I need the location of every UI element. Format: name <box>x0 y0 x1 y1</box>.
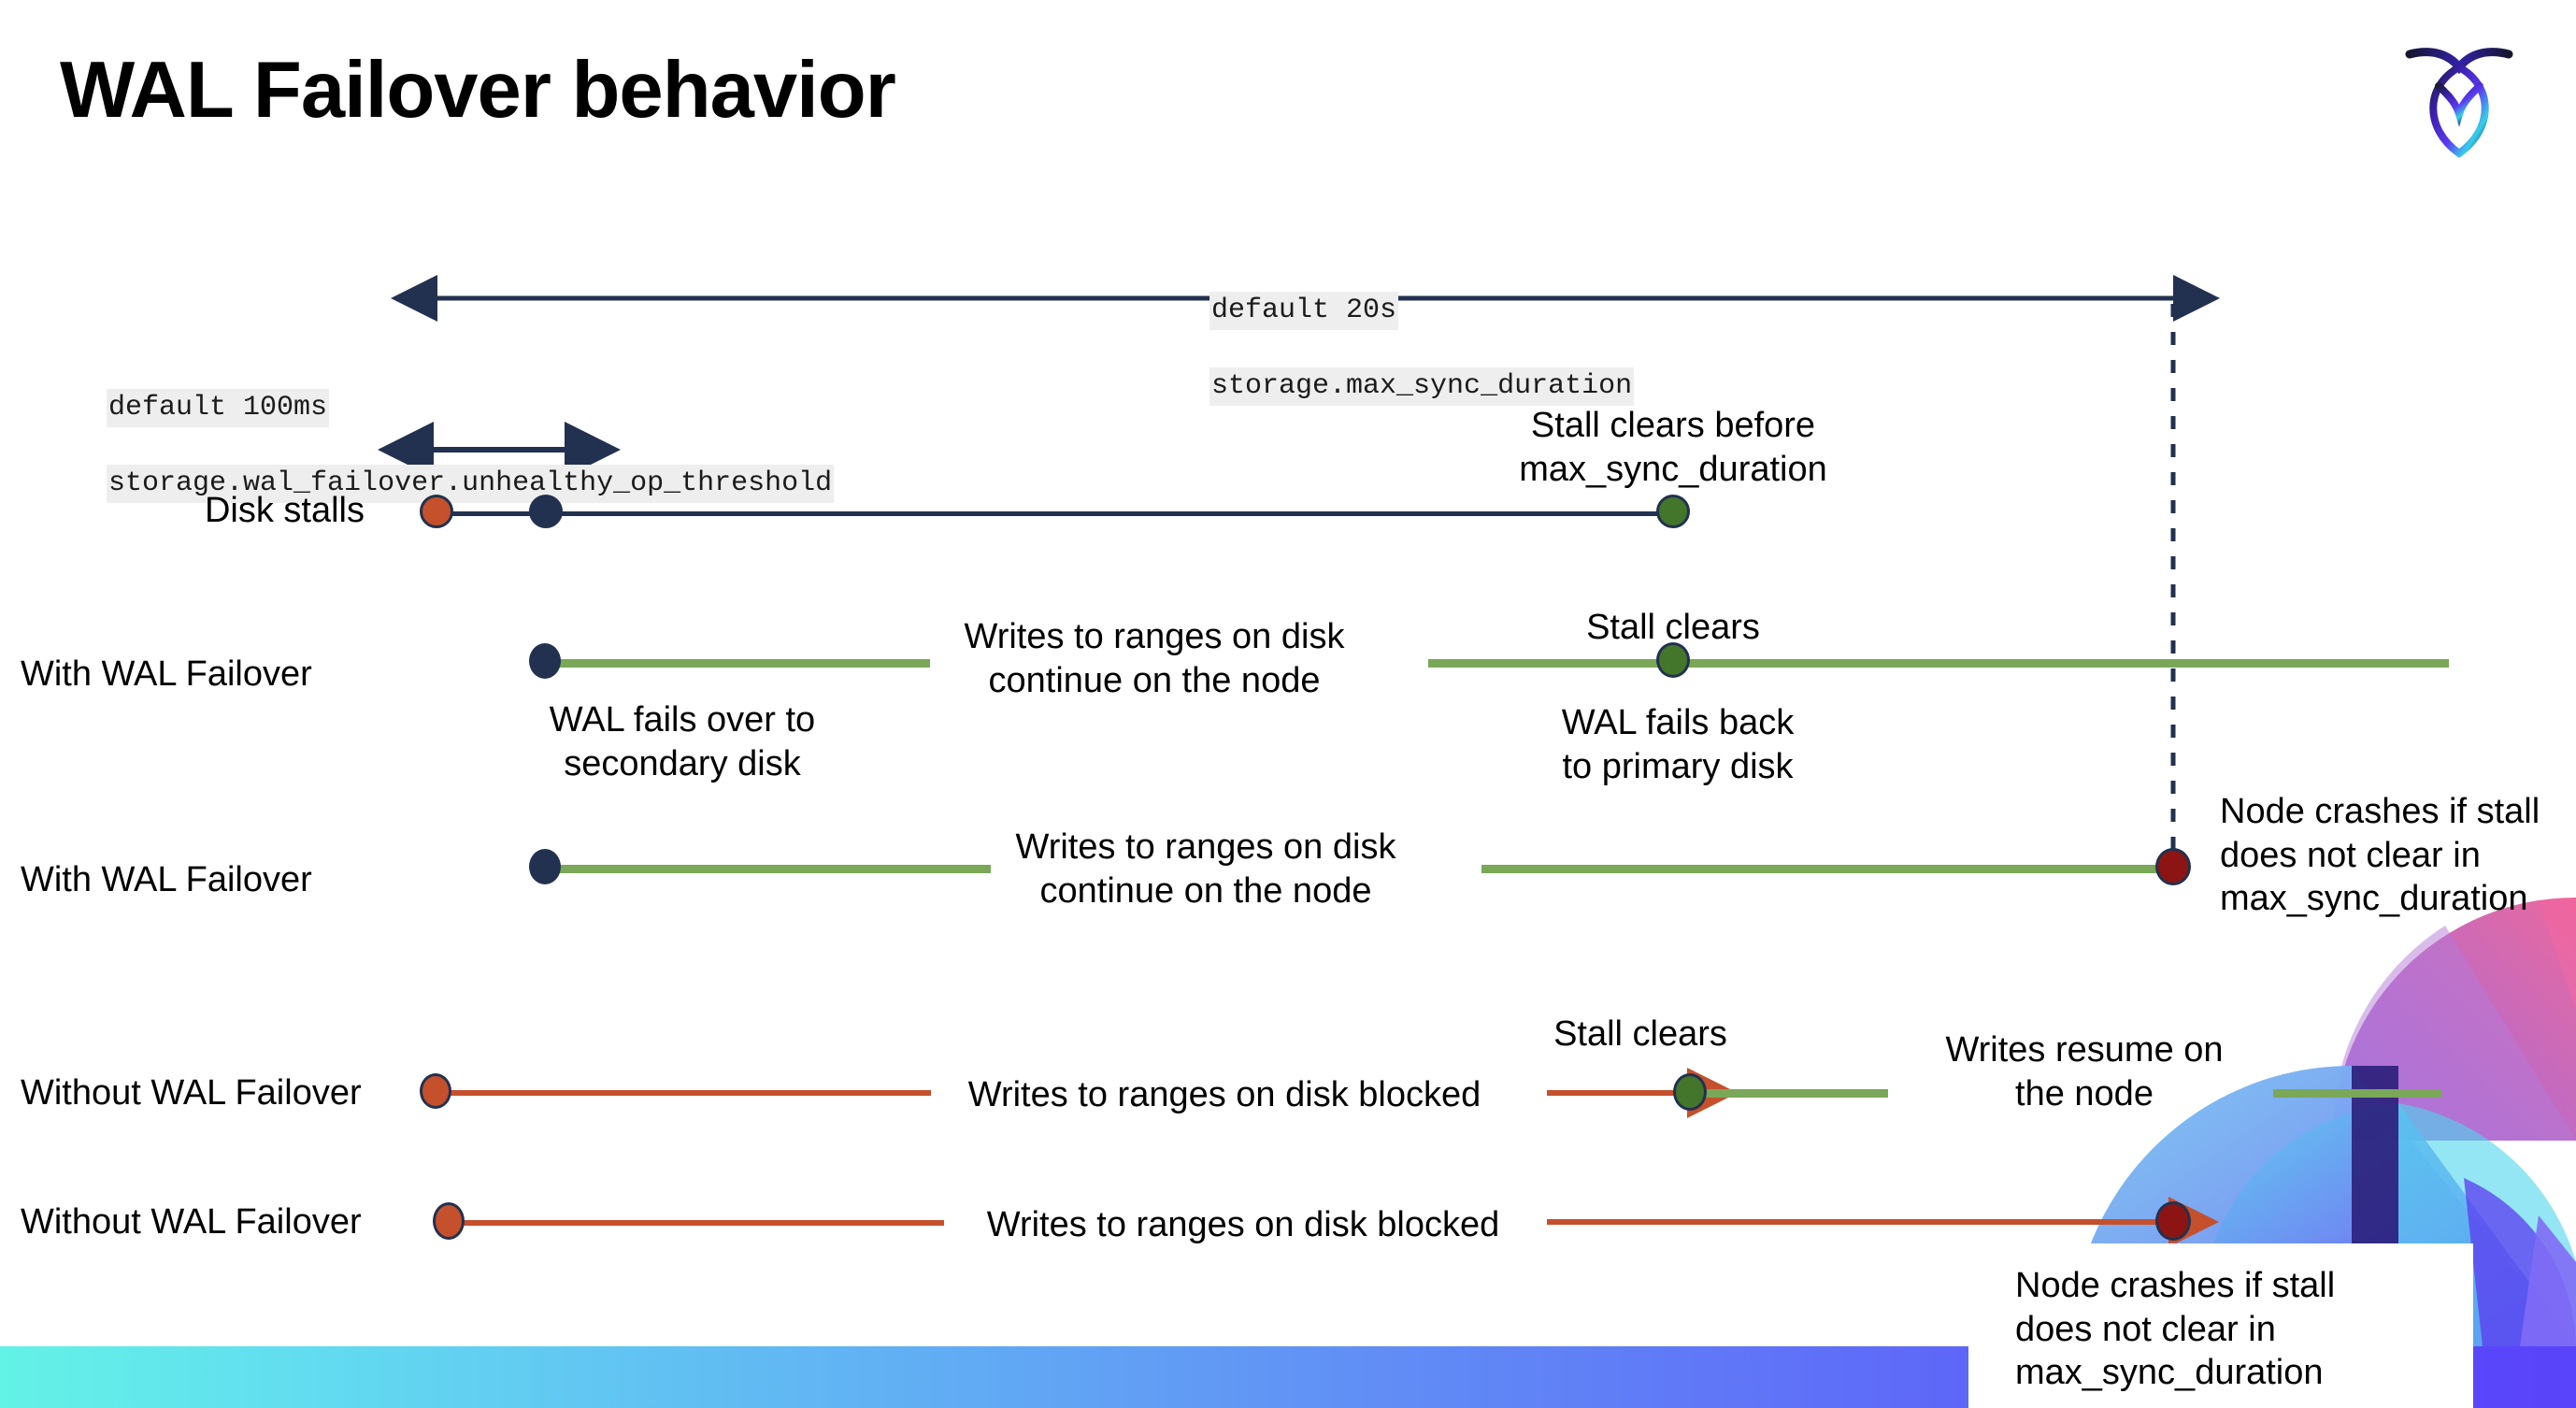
annotation-wal-fails-back: WAL fails back to primary disk <box>1561 703 1795 786</box>
wal-failover-row2-crash-dot <box>2155 848 2191 885</box>
wal-failover-row1-seg-left <box>542 659 930 668</box>
wal-failover-row1-clear-dot <box>1656 642 1690 678</box>
annotation-node-crashes-1: Node crashes if stall does not clear in … <box>2220 792 2540 919</box>
wal-failover-row1-start-dot <box>529 643 561 679</box>
annotation-writes-blocked-1: Writes to ranges on disk blocked <box>967 1075 1481 1114</box>
row-label-without-wal-failover-1: Without WAL Failover <box>21 1073 362 1113</box>
without-failover-row1-green-seg <box>1701 1089 1888 1098</box>
wal-failover-row2-seg-left <box>542 865 991 873</box>
annotation-writes-blocked-2: Writes to ranges on disk blocked <box>986 1205 1500 1244</box>
without-failover-row2-crash-dot <box>2155 1201 2191 1241</box>
annotation-writes-resume: Writes resume on the node <box>1945 1030 2224 1113</box>
wal-failover-row2-seg-right <box>1481 865 2173 873</box>
row-label-without-wal-failover-2: Without WAL Failover <box>21 1202 362 1242</box>
annotation-writes-continue-1: Writes to ranges on disk continue on the… <box>964 617 1345 700</box>
row-label-disk-stalls: Disk stalls <box>204 491 365 530</box>
annotation-writes-continue-2: Writes to ranges on disk continue on the… <box>1015 827 1396 911</box>
annotation-wal-fails-over: WAL fails over to secondary disk <box>549 700 816 783</box>
disk-stalls-timeline <box>437 511 1673 516</box>
row-label-with-wal-failover-2: With WAL Failover <box>21 860 312 899</box>
disk-stall-cleared-dot <box>1656 495 1690 528</box>
disk-stall-detected-dot <box>529 495 563 528</box>
without-failover-row1-start-dot <box>420 1073 451 1109</box>
unhealthy-op-threshold-name: storage.wal_failover.unhealthy_op_thresh… <box>107 464 835 504</box>
max-sync-duration-chip: default 20s storage.max_sync_duration <box>1142 254 1635 443</box>
annotation-stall-clears-before: Stall clears before max_sync_duration <box>1519 406 1827 489</box>
unhealthy-op-threshold-default: default 100ms <box>107 388 330 428</box>
without-failover-row1-clear-dot <box>1673 1073 1707 1111</box>
wal-failover-row2-start-dot <box>529 849 561 884</box>
wal-failover-row1-seg-right <box>1428 659 2449 668</box>
without-failover-row2-start-dot <box>433 1202 465 1240</box>
row-label-with-wal-failover-1: With WAL Failover <box>21 654 312 694</box>
without-failover-row1-green-seg-2 <box>2273 1089 2441 1098</box>
without-failover-row2-red-seg <box>449 1220 944 1226</box>
annotation-node-crashes-2: Node crashes if stall does not clear in … <box>2015 1266 2336 1393</box>
unhealthy-op-threshold-chip: default 100ms storage.wal_failover.unhea… <box>39 352 835 540</box>
annotation-stall-clears-b: Stall clears <box>1553 1014 1727 1054</box>
cockroachdb-logo-icon <box>2389 28 2529 168</box>
annotation-stall-clears-a: Stall clears <box>1586 608 1760 647</box>
page-title: WAL Failover behavior <box>60 46 896 135</box>
without-failover-row1-red-seg <box>436 1090 931 1096</box>
max-sync-duration-name: storage.max_sync_duration <box>1209 366 1635 407</box>
disk-stall-start-dot <box>420 495 453 528</box>
max-sync-duration-default: default 20s <box>1209 291 1399 331</box>
